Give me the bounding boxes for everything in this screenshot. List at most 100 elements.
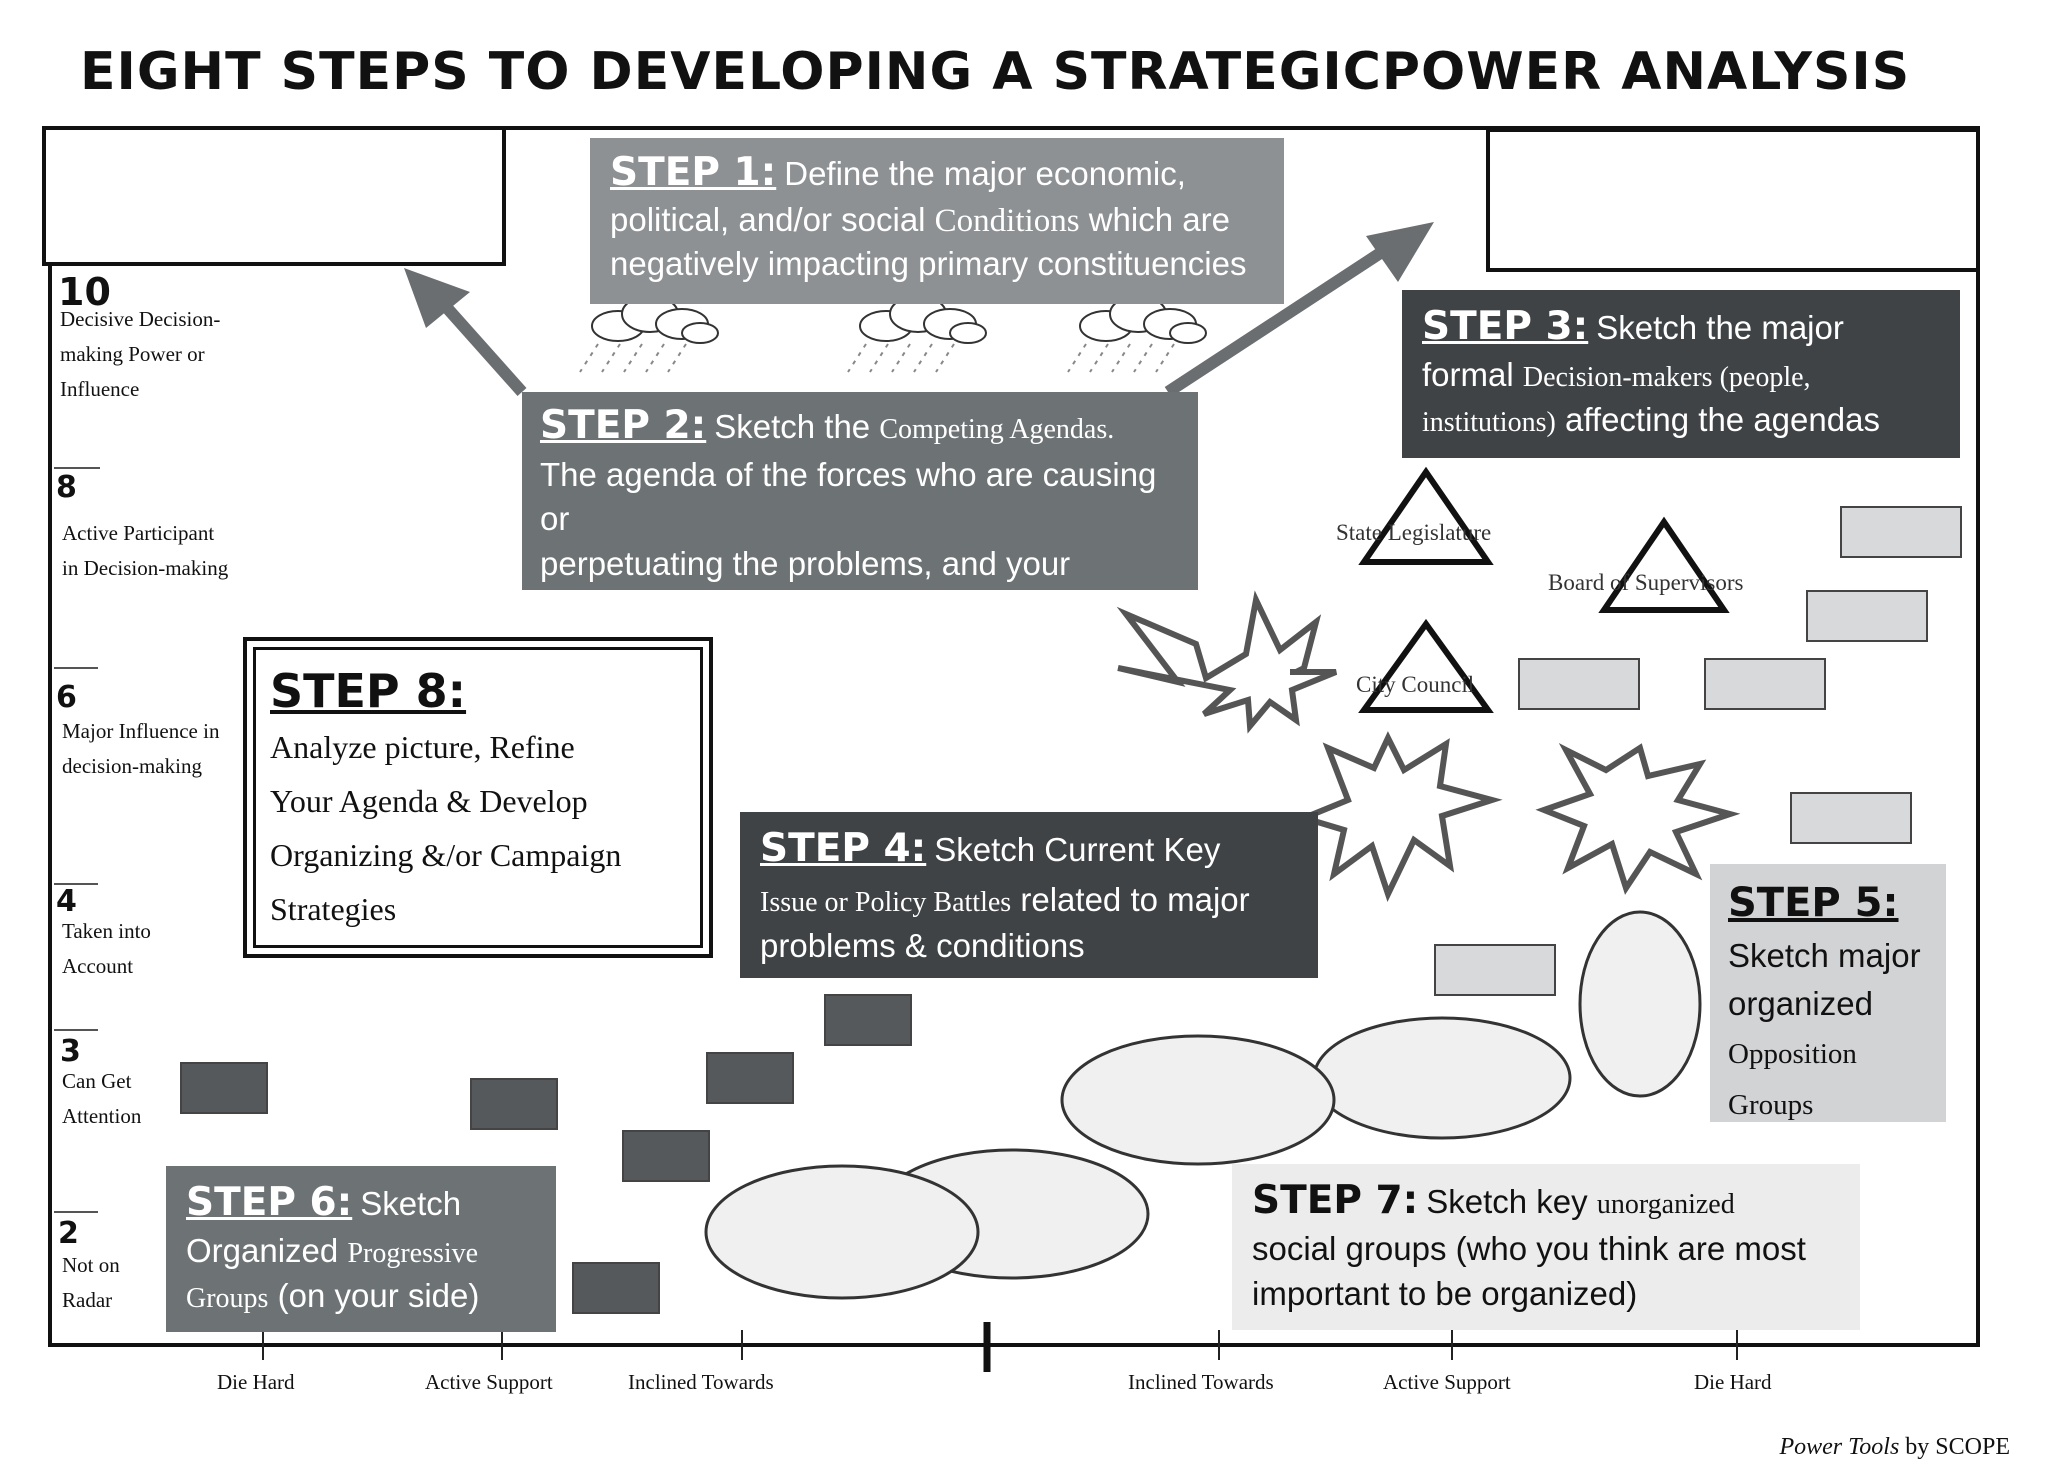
credit-rest: by SCOPE [1899,1434,2010,1460]
step-3-text: formal [1422,356,1514,394]
step-7-box: STEP 7:Sketch key unorganized social gro… [1232,1164,1860,1330]
y-axis-label-line: Not on [62,1253,120,1277]
triangle-icon [1598,516,1730,613]
step-6-box: STEP 6:Sketch Organized Progressive Grou… [166,1166,556,1332]
step-8-heading: STEP 8: [270,664,467,718]
step-8-box: STEP 8: Analyze picture, Refine Your Age… [243,637,713,958]
step-6-text: (on your side) [277,1276,480,1314]
y-axis-label-line: Attention [62,1104,142,1128]
y-axis-label: Active Participant in Decision-making [62,516,228,586]
progressive-group-rect [824,994,912,1046]
step-4-issue: Issue or Policy Battles [760,886,1012,918]
credit-italic: Power Tools [1779,1434,1900,1460]
ellipse-icon [1060,1034,1336,1166]
y-axis-label: Decisive Decision- making Power or Influ… [60,302,220,407]
y-axis-label-line: decision-making [62,754,202,778]
x-axis-label: Inclined Towards [628,1370,774,1394]
progressive-group-rect [180,1062,268,1114]
arrow-icon [404,268,527,396]
y-axis-label-line: Radar [62,1288,113,1312]
step-4-text: problems & conditions [760,926,1085,964]
y-axis-number: 2 [58,1216,79,1251]
step-5-text: Sketch major [1728,937,1921,974]
step-1-box: STEP 1:Define the major economic, politi… [590,138,1284,304]
starburst-icon [1116,590,1338,734]
y-axis-label-line: Influence [60,377,140,401]
step-3-decision-makers: Decision-makers (people, [1522,362,1811,394]
cloud-icon [847,295,987,373]
triangle-icon [1358,618,1494,713]
opposition-group-rect [1434,944,1556,996]
progressive-group-rect [470,1078,558,1130]
step-6-text: Organized [186,1232,339,1270]
step-3-text: Sketch the major [1596,309,1844,346]
y-axis-label-line: Active Participant [62,521,215,545]
x-axis-label: Active Support [1383,1370,1511,1394]
step-8-text: Your Agenda & Develop [270,783,588,819]
step-2-text: perpetuating the problems, and your agen… [540,544,1071,627]
opposition-group-rect [1704,658,1826,710]
y-axis-label-line: Decisive Decision- [60,307,221,331]
step-6-heading: STEP 6: [186,1180,353,1225]
x-axis-label: Die Hard [217,1370,295,1394]
institution-board-of-supervisors: Board of Supervisors [1548,570,1744,595]
step-6-text: Sketch [360,1185,462,1222]
y-axis-label-line: Account [62,954,134,978]
step-4-heading: STEP 4: [760,826,927,871]
y-axis-ticks [54,467,100,1213]
step-3-institutions: institutions) [1422,406,1556,438]
step-8-text: Organizing &/or Campaign [270,837,622,873]
step-5-groups: Groups [1728,1088,1814,1121]
step-4-text: related to major [1020,880,1250,918]
x-axis-label: Active Support [425,1370,553,1394]
step-3-box: STEP 3:Sketch the major formal Decision-… [1402,290,1960,458]
institution-state-legislature: State Legislature [1336,520,1492,545]
ellipse-icon [704,1164,980,1300]
step-2-text: Sketch the [714,408,871,445]
y-axis-number: 4 [56,884,77,919]
starburst-icon [1535,743,1741,895]
y-axis-label-line: in Decision-making [62,556,229,580]
step-7-text: important to be organized) [1252,1274,1638,1312]
progressive-group-rect [572,1262,660,1314]
step-7-text: social groups (who you think are most [1252,1230,1806,1268]
step-1-conditions: Conditions [934,202,1080,239]
step-1-text: Define the major economic, [784,155,1186,192]
y-axis-label-line: making Power or [60,342,205,366]
opposition-group-rect [1840,506,1962,558]
progressive-group-rect [706,1052,794,1104]
step-5-box: STEP 5: Sketch major organized Oppositio… [1710,864,1946,1122]
y-axis-label-line: Taken into [62,919,151,943]
y-axis-number: 3 [60,1034,81,1069]
step-1-heading: STEP 1: [610,150,777,195]
step-2-text: The agenda of the forces who are causing… [540,455,1157,538]
step-1-text: political, and/or social [610,200,926,238]
step-2-competing: Competing Agendas. [879,414,1115,445]
step-7-heading: STEP 7: [1252,1178,1419,1223]
cloud-icon [1067,295,1207,373]
credit-line: Power Tools by SCOPE [1779,1434,2010,1461]
x-axis-label: Die Hard [1694,1370,1772,1394]
step-6-groups: Groups [186,1282,269,1314]
ellipse-icon [1312,1016,1572,1140]
step-2-box: STEP 2:Sketch the Competing Agendas. The… [522,392,1198,671]
institution-city-council: City Council [1356,672,1475,697]
step-3-text: affecting the agendas [1564,400,1880,438]
step-6-progressive: Progressive [347,1238,479,1270]
opposition-group-rect [1518,658,1640,710]
y-axis-number: 10 [58,270,111,314]
step-8-text: Analyze picture, Refine [270,729,575,765]
x-axis-ticks [262,1330,1738,1360]
step-5-opposition: Opposition [1728,1037,1857,1070]
y-axis-label: Major Influence in decision-making [62,714,219,784]
opposition-group-rect [1806,590,1928,642]
y-axis-label: Can Get Attention [62,1064,141,1134]
y-axis-label-line: Major Influence in [62,719,220,743]
step-4-text: Sketch Current Key [934,831,1221,868]
step-5-text: organized [1728,984,1873,1022]
step-5-heading: STEP 5: [1728,880,1899,926]
step-3-heading: STEP 3: [1422,304,1589,349]
step-4-box: STEP 4:Sketch Current Key Issue or Polic… [740,812,1318,978]
y-axis-label: Taken into Account [62,914,151,984]
